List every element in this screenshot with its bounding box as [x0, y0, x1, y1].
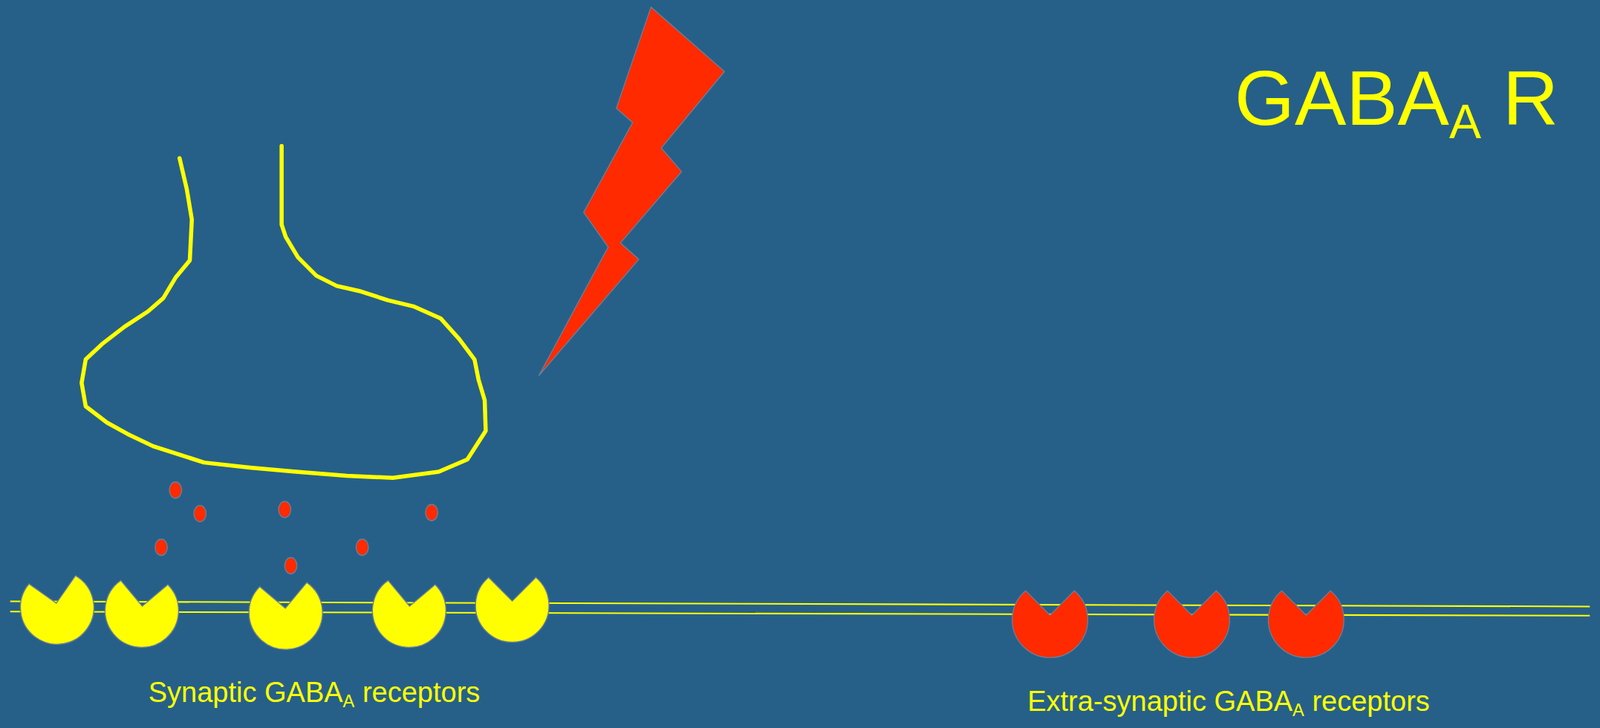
region-label: Extra-synaptic GABAA receptors [1027, 684, 1430, 720]
receptor-symbol [1154, 590, 1231, 658]
text-run: receptors [354, 676, 480, 708]
receptor-symbol [16, 573, 101, 650]
receptor-symbol [475, 577, 549, 642]
stimulus-bolt [538, 7, 725, 376]
receptor-symbol [369, 579, 448, 651]
subscript: A [1449, 95, 1482, 149]
text-run: GABA [1234, 54, 1450, 142]
subscript: A [1292, 700, 1305, 720]
receptor-symbol [101, 579, 181, 651]
text-run: Extra-synaptic GABA [1027, 685, 1293, 717]
figure-title: GABAA R [1234, 51, 1559, 145]
text-run: R [1481, 54, 1559, 142]
presynaptic-terminal [81, 146, 486, 479]
gaba-molecules [155, 482, 439, 575]
receptor-symbol [246, 581, 326, 653]
text-run: receptors [1304, 685, 1430, 717]
receptor-symbol [1268, 590, 1345, 658]
receptor-group [16, 573, 1345, 658]
region-label: Synaptic GABAA receptors [148, 675, 481, 711]
subscript: A [343, 691, 356, 711]
text-run: Synaptic GABA [148, 676, 344, 708]
membrane [10, 601, 1591, 616]
receptor-symbol [1012, 590, 1089, 658]
